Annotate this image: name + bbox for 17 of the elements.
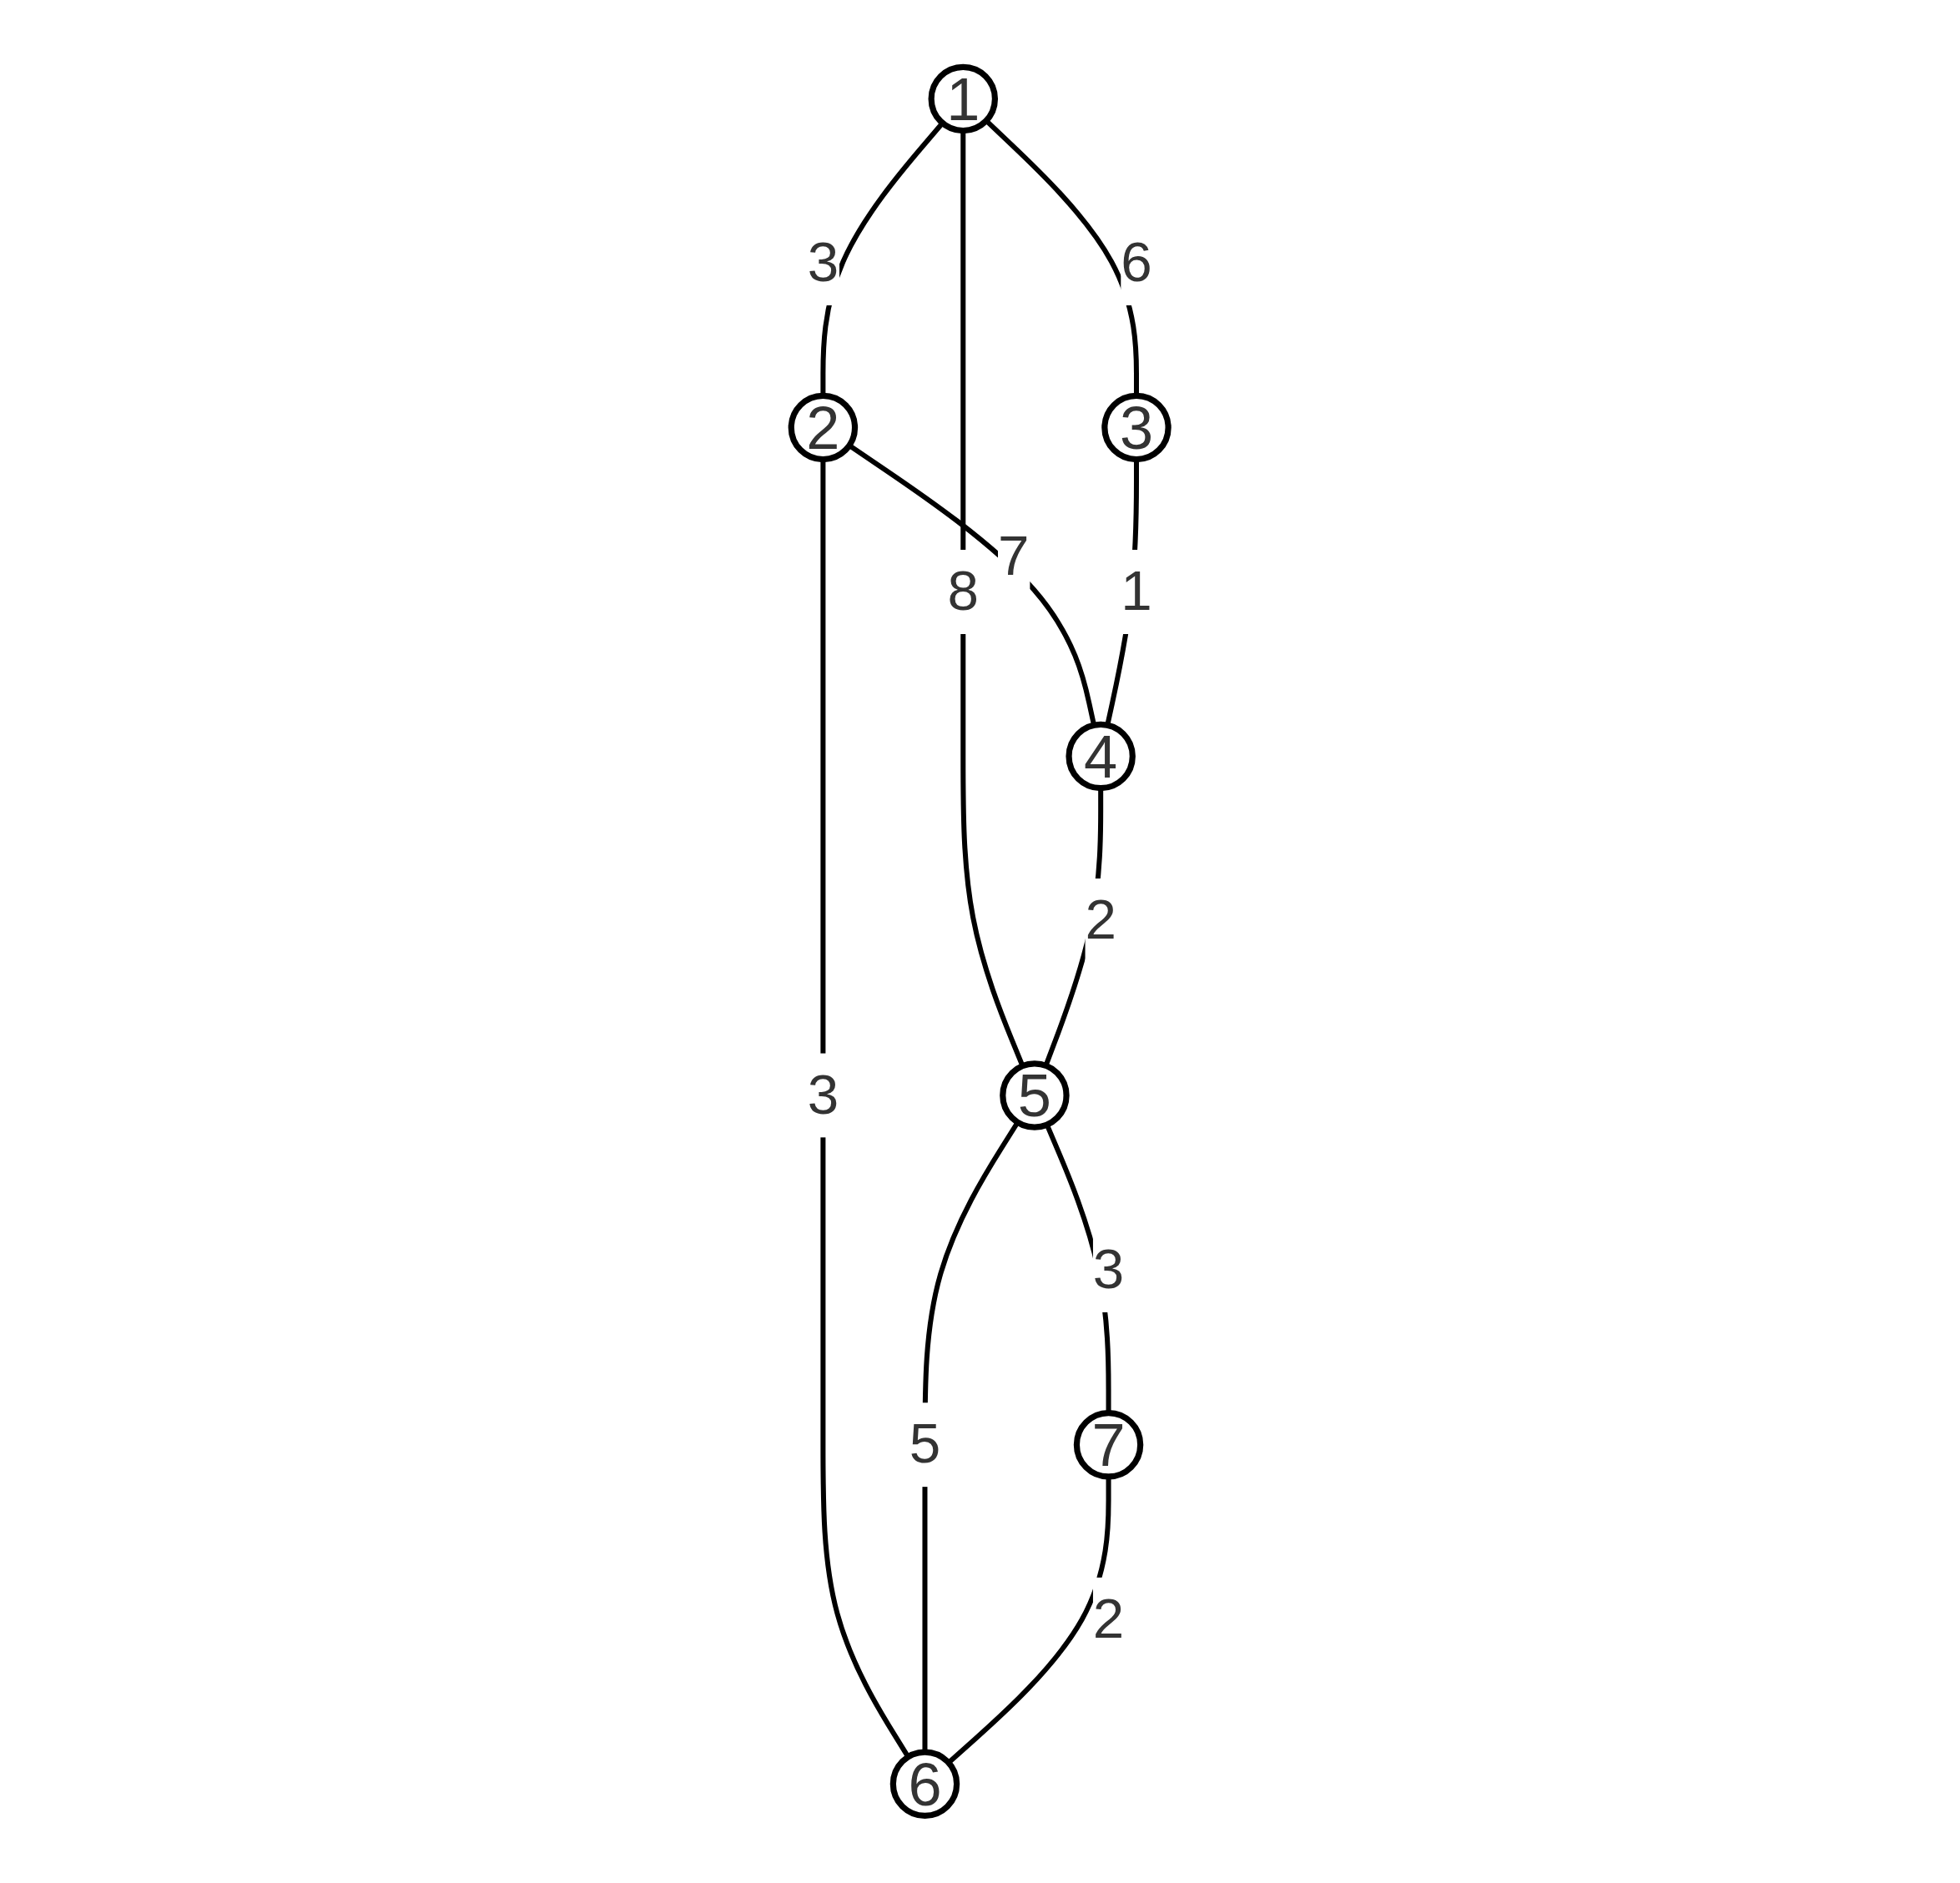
edge-label: 1 xyxy=(1121,560,1153,622)
node-circle: 2 xyxy=(788,392,859,463)
edge-label: 3 xyxy=(807,231,839,294)
node-circle: 1 xyxy=(928,63,999,134)
node-circle: 4 xyxy=(1066,721,1136,792)
node-circle: 7 xyxy=(1074,1410,1144,1480)
edge-label: 2 xyxy=(1085,889,1117,951)
edge-label: 6 xyxy=(1121,231,1153,294)
edge-label: 8 xyxy=(947,560,980,622)
edge-label: 5 xyxy=(909,1412,941,1476)
node-circle: 6 xyxy=(890,1749,960,1820)
node-circle: 3 xyxy=(1101,392,1172,463)
edge-label: 2 xyxy=(1093,1587,1125,1650)
node-circle: 5 xyxy=(1000,1060,1070,1130)
edge-label: 3 xyxy=(1093,1238,1125,1301)
edge-label: 7 xyxy=(998,525,1030,587)
edge-label: 3 xyxy=(807,1063,839,1126)
